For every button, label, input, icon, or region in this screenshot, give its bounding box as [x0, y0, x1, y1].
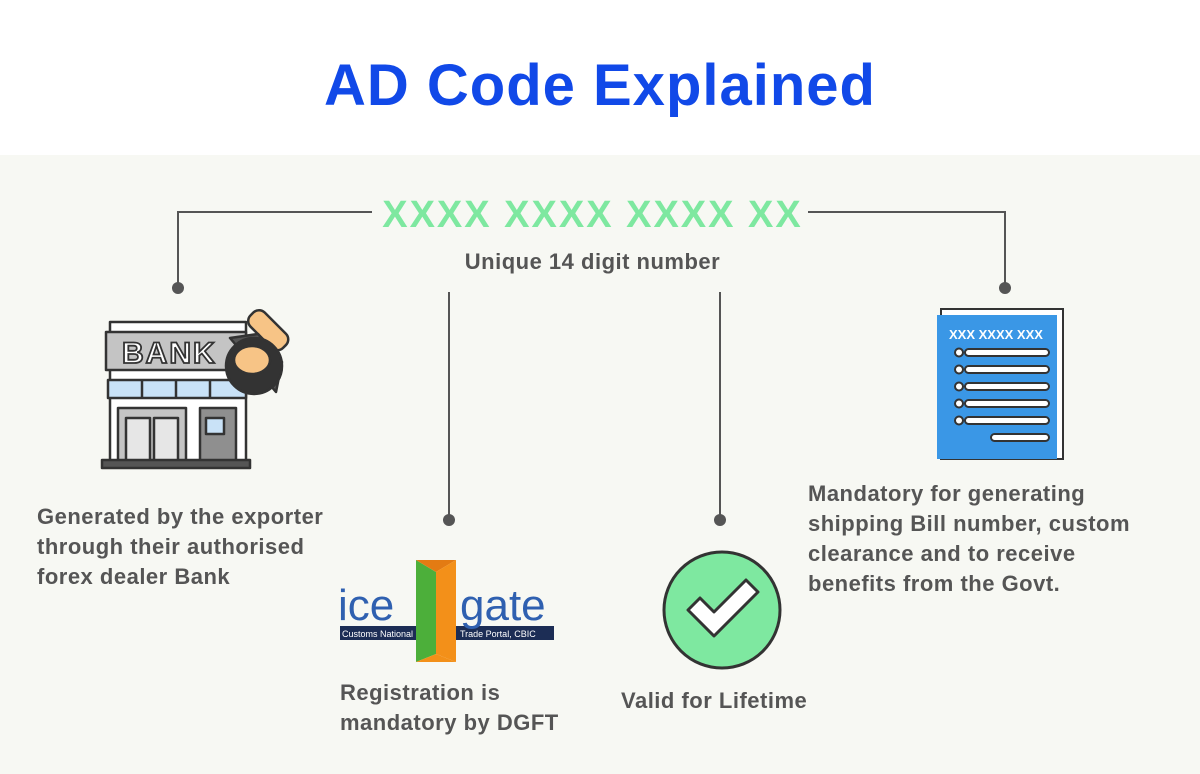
icegate-logo-right: gate	[460, 581, 546, 630]
icegate-description-line: Registration is	[340, 680, 501, 705]
header-band	[0, 0, 1200, 155]
icegate-logo: ice gate Customs National Trade Portal, …	[338, 560, 554, 662]
document-description-line: benefits from the Govt.	[808, 571, 1061, 596]
connector-dot-icegate	[443, 514, 455, 526]
ad-code-caption: Unique 14 digit number	[464, 249, 721, 274]
bank-icon: BANK	[100, 308, 290, 470]
icegate-tagline-right: Trade Portal, CBIC	[460, 629, 536, 639]
connector-left	[177, 211, 372, 287]
page-title: AD Code Explained	[324, 53, 876, 118]
validity-description: Valid for Lifetime	[621, 688, 808, 713]
icegate-description-line: mandatory by DGFT	[340, 710, 559, 735]
connector-right	[808, 211, 1006, 287]
connector-dot-bank	[172, 282, 184, 294]
document-icon: XXX XXXX XXX	[937, 308, 1064, 460]
bank-description-line: forex dealer Bank	[37, 564, 231, 589]
document-description-line: Mandatory for generating	[808, 481, 1086, 506]
icegate-tagline-left: Customs National	[342, 629, 413, 639]
document-description-line: shipping Bill number, custom	[808, 511, 1131, 536]
bank-description-line: through their authorised	[37, 534, 305, 559]
document-description-line: clearance and to receive	[808, 541, 1076, 566]
bank-sign-text: BANK	[122, 337, 217, 370]
check-circle-icon	[662, 550, 782, 670]
connector-dot-document	[999, 282, 1011, 294]
document-header-text: XXX XXXX XXX	[949, 327, 1043, 342]
document-description: Mandatory for generating shipping Bill n…	[808, 479, 1188, 599]
connector-dot-validity	[714, 514, 726, 526]
bank-description: Generated by the exporter through their …	[37, 502, 357, 592]
ad-code-format: XXXX XXXX XXXX XX	[382, 194, 803, 236]
icegate-logo-left: ice	[338, 581, 394, 630]
bank-description-line: Generated by the exporter	[37, 504, 324, 529]
icegate-description: Registration is mandatory by DGFT	[340, 678, 620, 738]
